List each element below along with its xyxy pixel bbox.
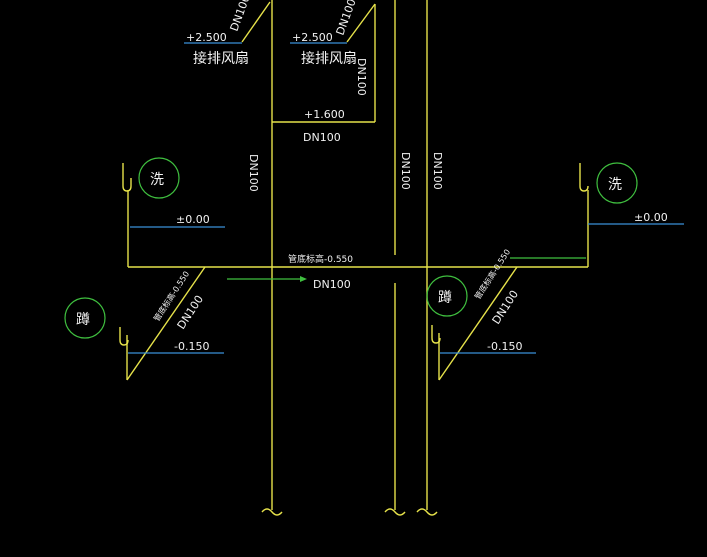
squat-left-circle <box>64 297 106 339</box>
dn-label-fan-left: DN100 <box>228 0 253 33</box>
break-mark-right <box>416 508 438 516</box>
dn-label-riser-right: DN100 <box>431 152 444 190</box>
elev-label-fan-left: +2.500 <box>186 31 227 44</box>
break-mark-middle <box>384 508 406 516</box>
squat-right-circle <box>426 275 468 317</box>
elev-label-squat-right: -0.150 <box>487 340 522 353</box>
fan-label-left: 接排风扇 <box>193 50 249 67</box>
dn-label-squat-right: DN100 <box>490 288 521 327</box>
wash-right-circle <box>596 162 638 204</box>
squat-right-trap <box>431 325 441 344</box>
squat-left-trap <box>119 327 129 346</box>
wash-left-trap <box>122 163 132 192</box>
dn-label-squat-left: DN100 <box>175 293 206 332</box>
break-mark-left <box>261 508 283 516</box>
elev-label-fan-right: +2.500 <box>292 31 333 44</box>
elev-label-wash-right: ±0.00 <box>634 211 668 224</box>
squat-left-branch <box>126 266 206 381</box>
fan-label-right: 接排风扇 <box>301 50 357 67</box>
wash-left-circle <box>138 157 180 199</box>
flow-arrow-head <box>300 276 307 282</box>
elev-label-squat-left: -0.150 <box>174 340 209 353</box>
dn-label-riser-middle: DN100 <box>399 152 412 190</box>
dn-label-riser-left: DN100 <box>247 154 260 192</box>
branch-fan-right <box>346 3 376 43</box>
dn-label-1600: DN100 <box>303 131 341 144</box>
squat-right-branch <box>438 266 518 381</box>
pipe-bottom-elev-label: 管底标高-0.550 <box>288 253 353 265</box>
branch-fan-left <box>241 1 271 43</box>
elev-label-wash-left: ±0.00 <box>176 213 210 226</box>
wash-right-label: 洗 <box>608 177 622 193</box>
wash-left-label: 洗 <box>150 172 164 188</box>
dn-label-main: DN100 <box>313 278 351 291</box>
wash-right-trap <box>579 163 589 192</box>
squat-right-label: 蹲 <box>438 290 452 306</box>
elev-label-1600: +1.600 <box>304 108 345 121</box>
dn-label-fan-right-vertical: DN100 <box>355 58 368 96</box>
squat-left-label: 蹲 <box>76 312 90 328</box>
